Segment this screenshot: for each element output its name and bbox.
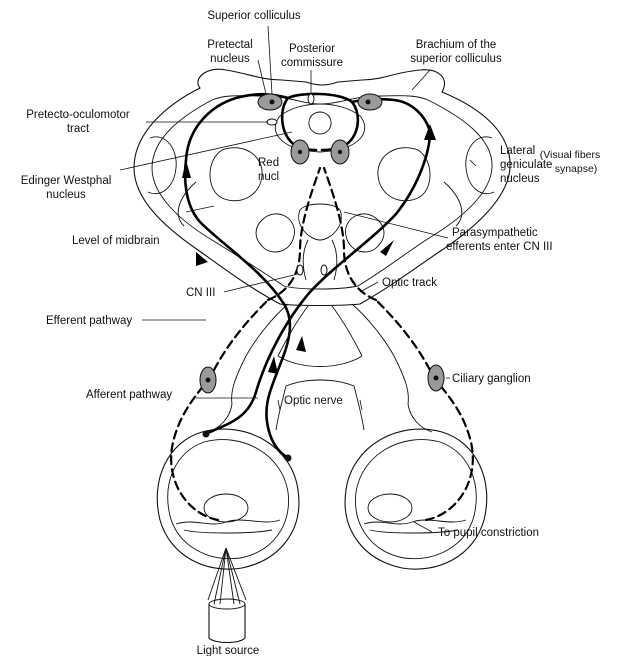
label-optic-track: Optic track <box>382 277 437 289</box>
label-parasympathetic-line1: Parasympathetic <box>452 227 538 239</box>
label-red-nucleus-line1: Red <box>258 157 279 169</box>
label-pretecto-oculomotor-line1: Pretecto-oculomotor <box>26 109 130 121</box>
label-pretectal-nucleus-line2: nucleus <box>210 53 250 65</box>
label-lateral-geniculate-line3: nucleus <box>500 173 540 185</box>
label-level-of-midbrain: Level of midbrain <box>72 235 160 247</box>
label-ciliary-ganglion: Ciliary ganglion <box>452 373 531 385</box>
label-afferent-pathway: Afferent pathway <box>86 389 172 401</box>
label-pretectal-nucleus-line1: Pretectal <box>207 39 252 51</box>
label-superior-colliculus: Superior colliculus <box>207 10 301 22</box>
text-labels: Superior colliculus Pretectal nucleus Po… <box>21 10 601 656</box>
posterior-commissure-marker <box>308 94 314 104</box>
label-cn-iii: CN III <box>186 287 215 299</box>
label-posterior-commissure-line1: Posterior <box>289 43 335 55</box>
cn-iii-left-marker <box>297 265 303 275</box>
light-source <box>208 548 246 643</box>
label-visual-fibers-line2: synapse) <box>555 163 598 175</box>
label-visual-fibers-line1: (Visual fibers <box>540 149 601 161</box>
label-to-pupil-constriction: To pupil constriction <box>438 527 539 539</box>
label-pretecto-oculomotor-line2: tract <box>67 123 90 135</box>
label-lateral-geniculate-line1: Lateral <box>500 145 535 157</box>
label-parasympathetic-line2: efferents enter CN III <box>446 241 553 253</box>
label-brachium-line2: superior colliculus <box>410 53 502 65</box>
cn-iii-right-marker <box>321 265 327 275</box>
right-eye <box>345 429 487 569</box>
arrowheads <box>182 124 436 374</box>
label-red-nucleus-line2: nucl <box>258 171 279 183</box>
label-efferent-pathway: Efferent pathway <box>46 315 132 327</box>
nuclei <box>200 94 444 393</box>
label-light-source: Light source <box>197 645 260 656</box>
label-brachium-line1: Brachium of the <box>416 39 497 51</box>
pretecto-oculomotor-marker <box>267 119 277 125</box>
label-edinger-westphal-line1: Edinger Westphal <box>21 175 112 187</box>
label-edinger-westphal-line2: nucleus <box>46 189 86 201</box>
label-optic-nerve: Optic nerve <box>284 395 343 407</box>
efferent-pathway <box>171 168 473 520</box>
label-posterior-commissure-line2: commissure <box>281 57 343 69</box>
